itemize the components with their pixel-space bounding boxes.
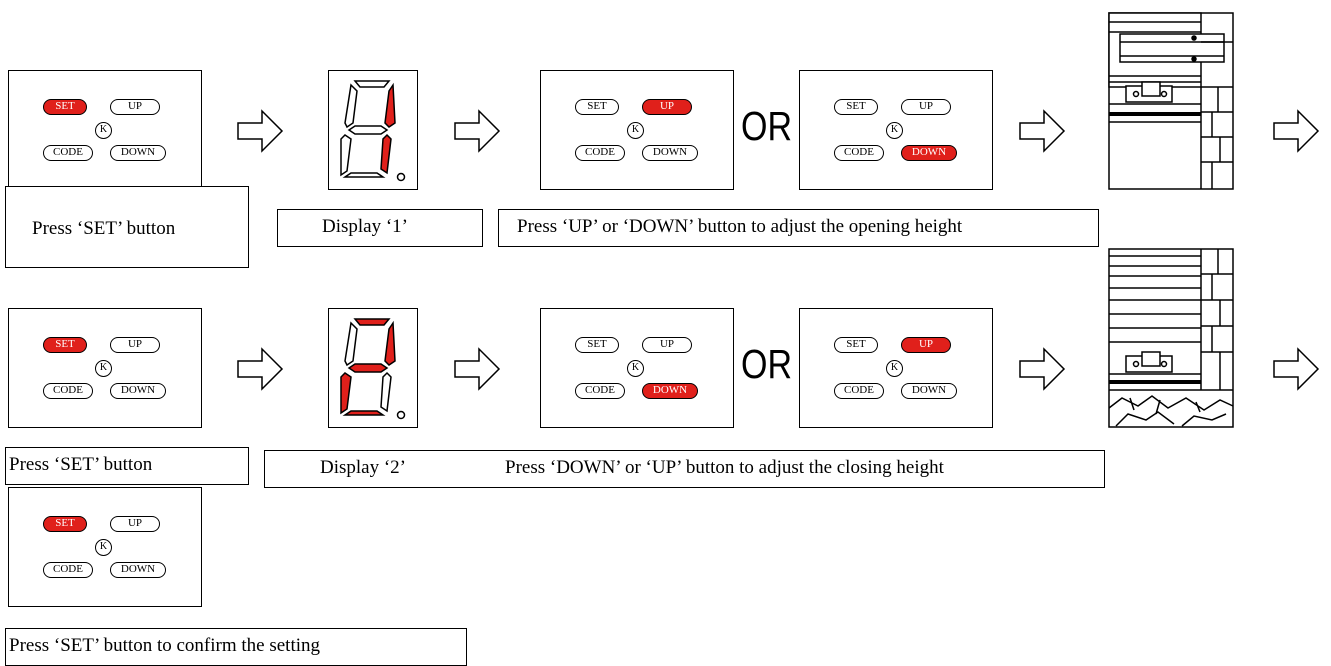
keypad: SET UP K CODE DOWN (834, 337, 964, 407)
caption-row1-adjust: Press ‘UP’ or ‘DOWN’ button to adjust th… (498, 209, 1099, 247)
keypad-panel-row2-down: SET UP K CODE DOWN (540, 308, 734, 428)
set-button[interactable]: SET (834, 99, 878, 115)
k-button[interactable]: K (95, 539, 112, 556)
code-button[interactable]: CODE (43, 562, 93, 578)
display-panel-row1 (328, 70, 418, 190)
arrow-right-icon (454, 109, 501, 153)
arrow-right-icon (237, 109, 284, 153)
set-button[interactable]: SET (834, 337, 878, 353)
up-button[interactable]: UP (110, 337, 160, 353)
code-button[interactable]: CODE (834, 145, 884, 161)
down-button[interactable]: DOWN (901, 383, 957, 399)
keypad-panel-row1-up: SET UP K CODE DOWN (540, 70, 734, 190)
keypad-panel-row1-down: SET UP K CODE DOWN (799, 70, 993, 190)
seven-segment-display (340, 80, 406, 182)
door-open-scene (1108, 12, 1234, 190)
set-button[interactable]: SET (43, 516, 87, 532)
up-button[interactable]: UP (110, 99, 160, 115)
arrow-right-icon (1273, 109, 1320, 153)
or-label: OR (741, 104, 792, 150)
up-button[interactable]: UP (642, 337, 692, 353)
code-button[interactable]: CODE (575, 383, 625, 399)
up-button[interactable]: UP (901, 99, 951, 115)
up-button[interactable]: UP (642, 99, 692, 115)
keypad: SET UP K CODE DOWN (43, 99, 173, 169)
code-button[interactable]: CODE (43, 383, 93, 399)
k-button[interactable]: K (627, 122, 644, 139)
arrow-right-icon (237, 347, 284, 391)
down-button[interactable]: DOWN (110, 562, 166, 578)
arrow-right-icon (1273, 347, 1320, 391)
set-button[interactable]: SET (575, 337, 619, 353)
keypad-panel-confirm: SET UP K CODE DOWN (8, 487, 202, 607)
keypad-panel-row1-set: SET UP K CODE DOWN (8, 70, 202, 190)
keypad: SET UP K CODE DOWN (834, 99, 964, 169)
k-button[interactable]: K (886, 122, 903, 139)
code-button[interactable]: CODE (43, 145, 93, 161)
up-button[interactable]: UP (901, 337, 951, 353)
display-panel-row2 (328, 308, 418, 428)
keypad: SET UP K CODE DOWN (575, 337, 705, 407)
down-button[interactable]: DOWN (110, 145, 166, 161)
caption-row2-display-adjust: Display ‘2’ Press ‘DOWN’ or ‘UP’ button … (264, 450, 1105, 488)
k-button[interactable]: K (886, 360, 903, 377)
k-button[interactable]: K (95, 122, 112, 139)
arrow-right-icon (454, 347, 501, 391)
caption-row1-set: Press ‘SET’ button (5, 186, 249, 268)
keypad: SET UP K CODE DOWN (575, 99, 705, 169)
keypad: SET UP K CODE DOWN (43, 516, 173, 586)
down-button[interactable]: DOWN (901, 145, 957, 161)
arrow-right-icon (1019, 109, 1066, 153)
up-button[interactable]: UP (110, 516, 160, 532)
code-button[interactable]: CODE (834, 383, 884, 399)
down-button[interactable]: DOWN (110, 383, 166, 399)
k-button[interactable]: K (627, 360, 644, 377)
keypad-panel-row2-set: SET UP K CODE DOWN (8, 308, 202, 428)
caption-row2-set: Press ‘SET’ button (5, 447, 249, 485)
door-closed-scene (1108, 248, 1234, 428)
seven-segment-display (340, 318, 406, 420)
down-button[interactable]: DOWN (642, 383, 698, 399)
caption-confirm: Press ‘SET’ button to confirm the settin… (5, 628, 467, 666)
arrow-right-icon (1019, 347, 1066, 391)
set-button[interactable]: SET (575, 99, 619, 115)
set-button[interactable]: SET (43, 337, 87, 353)
keypad: SET UP K CODE DOWN (43, 337, 173, 407)
or-label: OR (741, 342, 792, 388)
keypad-panel-row2-up: SET UP K CODE DOWN (799, 308, 993, 428)
code-button[interactable]: CODE (575, 145, 625, 161)
down-button[interactable]: DOWN (642, 145, 698, 161)
set-button[interactable]: SET (43, 99, 87, 115)
caption-row1-display: Display ‘1’ (277, 209, 483, 247)
k-button[interactable]: K (95, 360, 112, 377)
